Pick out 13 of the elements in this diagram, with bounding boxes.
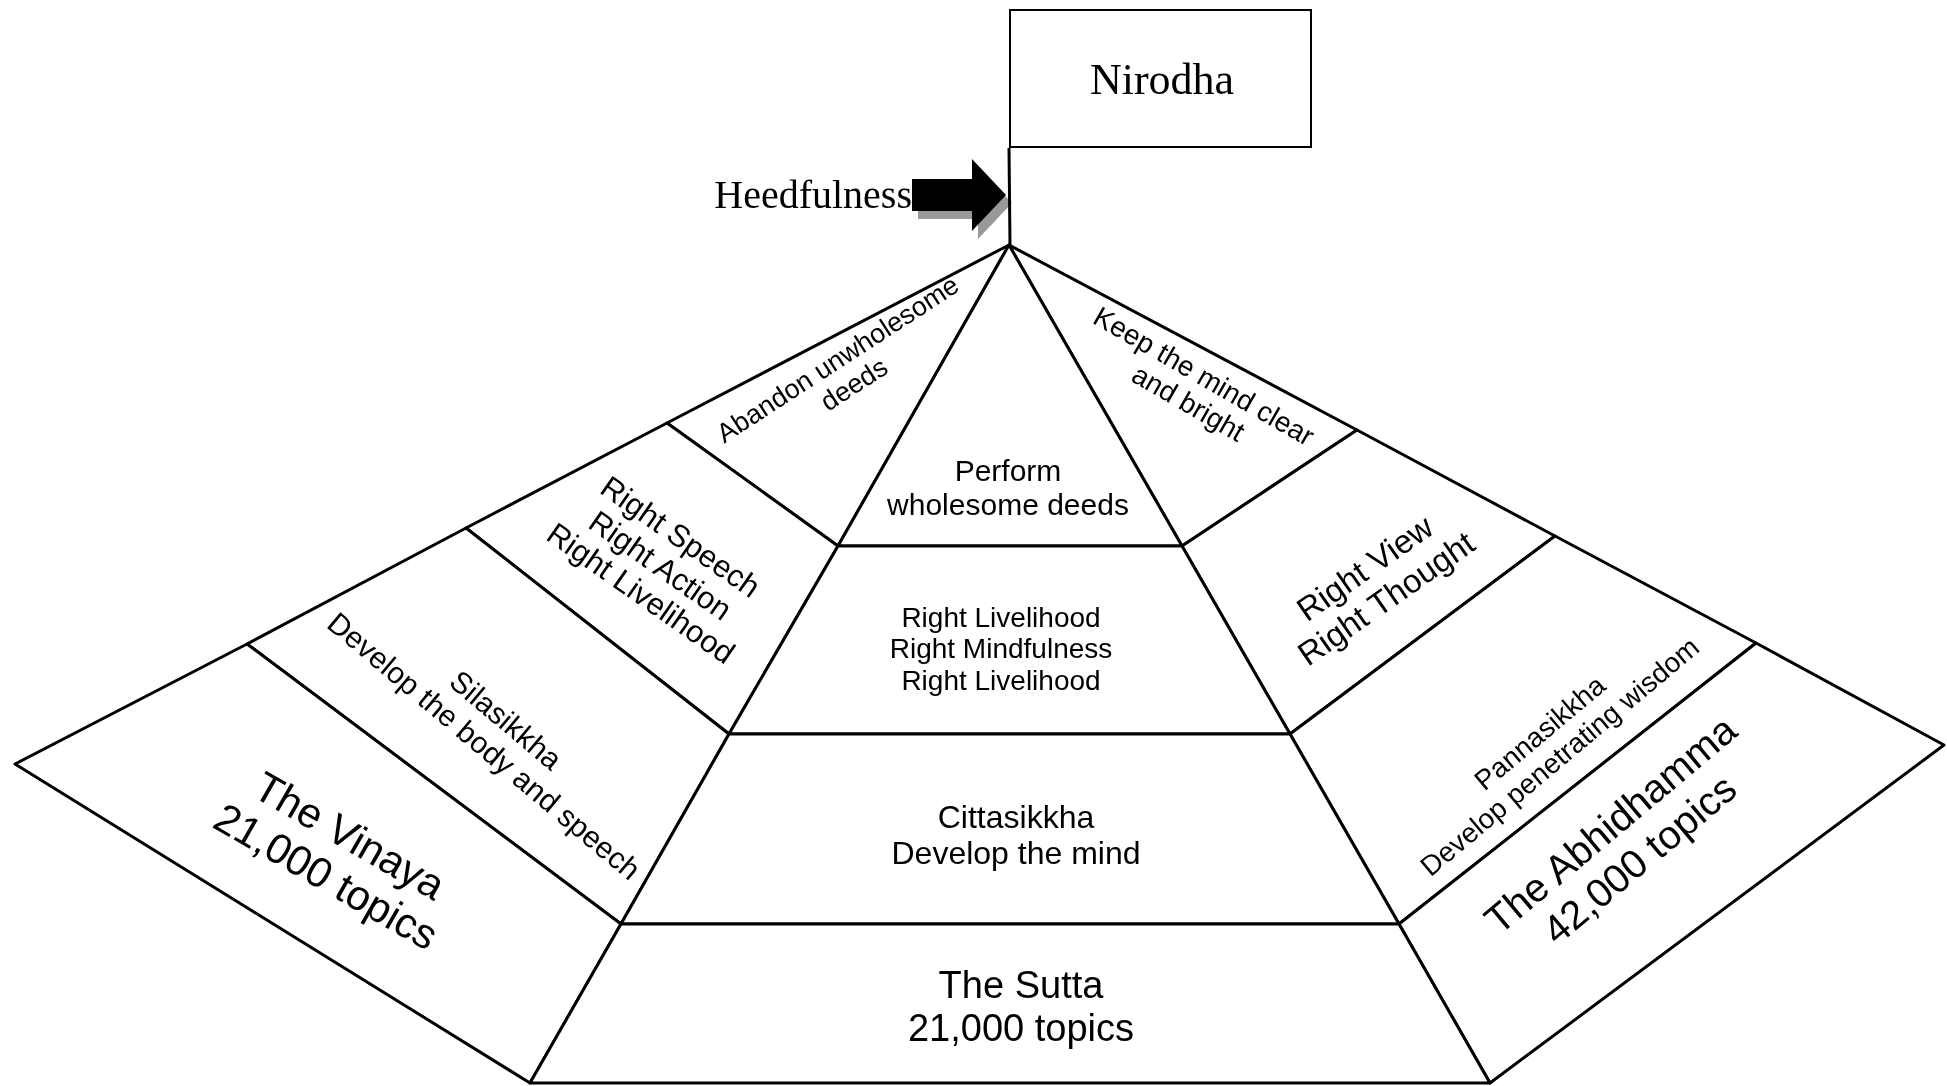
- block-arrow: [912, 159, 1012, 239]
- pyramid-section: [1399, 643, 1944, 1083]
- section-label: 21,000 topics: [907, 1007, 1135, 1050]
- section-label: The Sutta: [938, 964, 1104, 1007]
- section-label: Right Livelihood: [901, 664, 1101, 697]
- section-label: Right Mindfulness: [889, 633, 1113, 665]
- section-label: Right Livelihood: [901, 601, 1101, 634]
- title-box: [1009, 9, 1312, 148]
- title-text: Nirodha: [1089, 55, 1235, 105]
- text-label: Heedfulness: [714, 173, 912, 217]
- section-label: Perform wholesome deeds: [886, 454, 1130, 522]
- section-label: Develop the mind: [891, 836, 1141, 872]
- section-label: Cittasikkha: [937, 800, 1095, 836]
